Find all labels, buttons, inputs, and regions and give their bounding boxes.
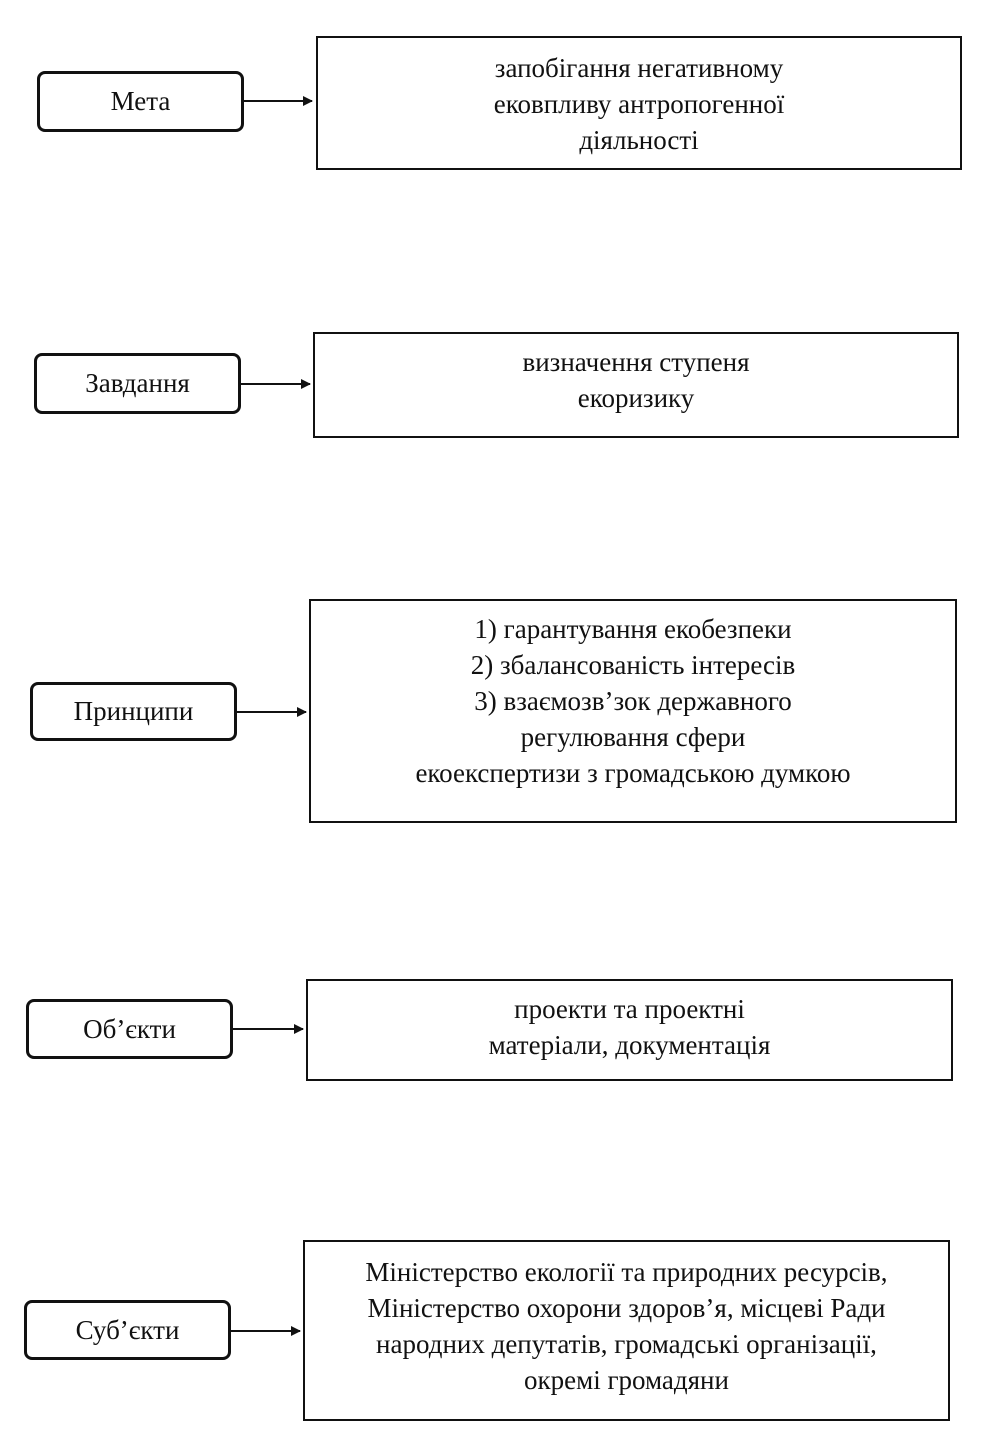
content-subiekty-line: окремі громадяни [524, 1365, 729, 1395]
content-pryntsypy-line: 3) взаємозв’зок державного [474, 686, 792, 716]
content-subiekty-line: Міністерство охорони здоров’я, місцеві Р… [367, 1293, 886, 1323]
content-obiekty-line: проекти та проектні [514, 994, 745, 1024]
label-meta: Мета [37, 71, 244, 132]
content-obiekty-line: матеріали, документація [488, 1030, 771, 1060]
content-subiekty-line: Міністерство екології та природних ресур… [365, 1257, 888, 1287]
content-subiekty-line: народних депутатів, громадські організац… [376, 1329, 877, 1359]
content-obiekty: проекти та проектні матеріали, документа… [306, 979, 953, 1081]
content-zavdannia-line: визначення ступеня [522, 347, 750, 377]
content-pryntsypy-line: екоекспертизи з громадською думкою [415, 758, 851, 788]
content-meta: запобігання негативному ековпливу антроп… [316, 36, 962, 170]
label-pryntsypy: Принципи [30, 682, 237, 741]
content-pryntsypy-line: 1) гарантування екобезпеки [474, 614, 792, 644]
label-subiekty: Суб’єкти [24, 1300, 231, 1360]
content-zavdannia-line: екоризику [577, 383, 695, 413]
content-pryntsypy-line: 2) збалансованість інтересів [470, 650, 796, 680]
content-meta-line: ековпливу антропогенної [493, 89, 785, 119]
content-meta-line: запобігання негативному [494, 53, 784, 83]
content-subiekty: Міністерство екології та природних ресур… [303, 1240, 950, 1421]
content-pryntsypy-line: регулювання сфери [520, 722, 746, 752]
label-obiekty: Об’єкти [26, 999, 233, 1059]
content-pryntsypy: 1) гарантування екобезпеки 2) збалансова… [309, 599, 957, 823]
label-zavdannia: Завдання [34, 353, 241, 414]
content-meta-line: діяльності [579, 125, 699, 155]
content-zavdannia: визначення ступеня екоризику [313, 332, 959, 438]
